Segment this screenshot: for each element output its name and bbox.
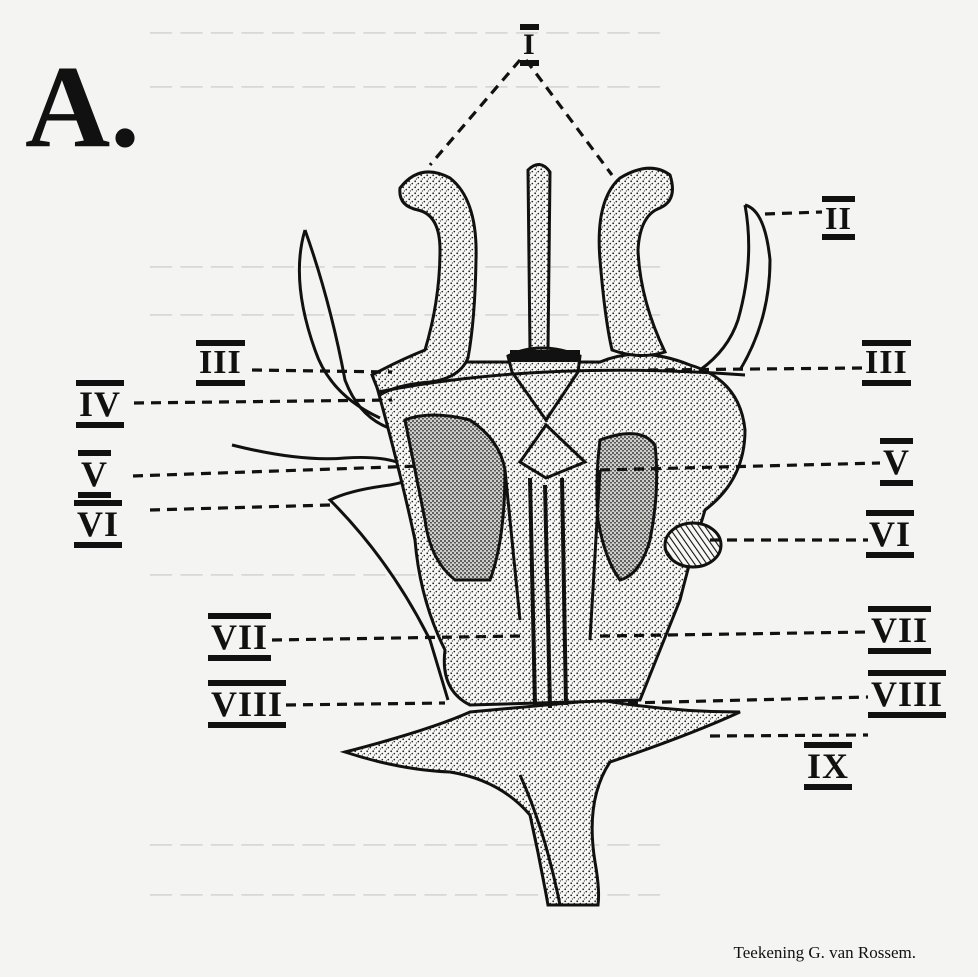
left-horn (372, 172, 476, 395)
leader-V-left (133, 466, 420, 476)
leader-I-left (430, 60, 520, 165)
label-I: I (520, 24, 539, 66)
label-V-left: V (78, 450, 111, 498)
label-V-right: V (880, 438, 913, 486)
drawing-credit: Teekening G. van Rossem. (734, 943, 916, 963)
base-plate (345, 700, 740, 905)
central-stalk (528, 164, 550, 350)
leader-I-right (526, 60, 612, 175)
label-VII-left: VII (208, 613, 271, 661)
leader-IX (710, 735, 868, 736)
label-III-left: III (196, 340, 245, 386)
leader-VI-left (150, 505, 330, 510)
label-VI-left: VI (74, 500, 122, 548)
right-horn (599, 168, 672, 355)
panel-letter: A. (25, 48, 140, 166)
label-VI-right: VI (866, 510, 914, 558)
leader-VIII-left (286, 703, 445, 705)
leader-III-left (252, 370, 392, 372)
label-VIII-right: VIII (868, 670, 946, 718)
leader-VIII-right (628, 697, 868, 703)
label-IX: IX (804, 742, 852, 790)
label-III-right: III (862, 340, 911, 386)
hatched-lobe (665, 523, 721, 567)
label-IV: IV (76, 380, 124, 428)
label-VII-right: VII (868, 606, 931, 654)
label-VIII-left: VIII (208, 680, 286, 728)
leader-II (765, 212, 822, 214)
label-II: II (822, 196, 855, 240)
